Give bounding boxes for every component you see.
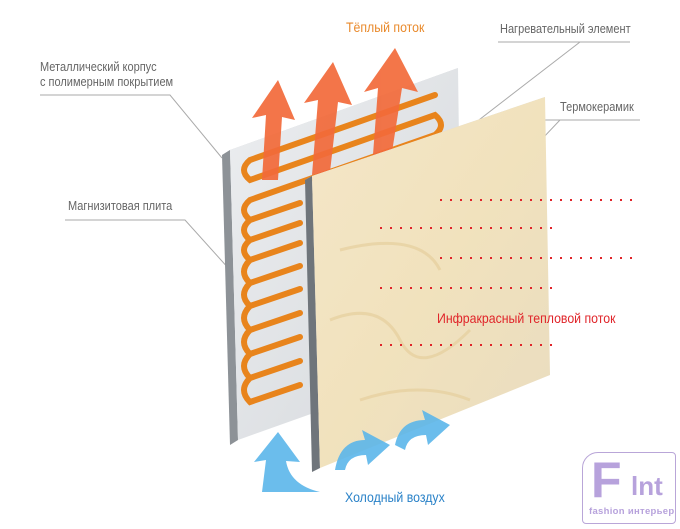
warm-flow-label: Тёплый поток [346, 19, 425, 35]
metal-case-label-2: с полимерным покрытием [40, 75, 174, 89]
thermoceramic-label: Термокерамик [560, 100, 634, 114]
magnesite-plate-label: Магнизитовая плита [68, 199, 173, 213]
warm-arrow [364, 48, 418, 168]
cold-air-arrows [254, 410, 450, 492]
warm-arrow [252, 80, 295, 180]
cold-arrow [395, 410, 450, 450]
ceramic-panel [305, 97, 550, 472]
infrared-flow-label: Инфракрасный тепловой поток [437, 310, 616, 326]
warm-arrow [304, 62, 352, 175]
metal-case-label-1: Металлический корпус [40, 60, 157, 74]
heating-coil [241, 92, 444, 406]
heating-element-label: Нагревательный элемент [500, 22, 631, 36]
cold-arrow [254, 432, 320, 492]
cold-air-label: Холодный воздух [345, 489, 445, 505]
infrared-rays [380, 199, 640, 346]
cold-arrow [335, 430, 390, 470]
warm-air-arrows [252, 48, 418, 180]
